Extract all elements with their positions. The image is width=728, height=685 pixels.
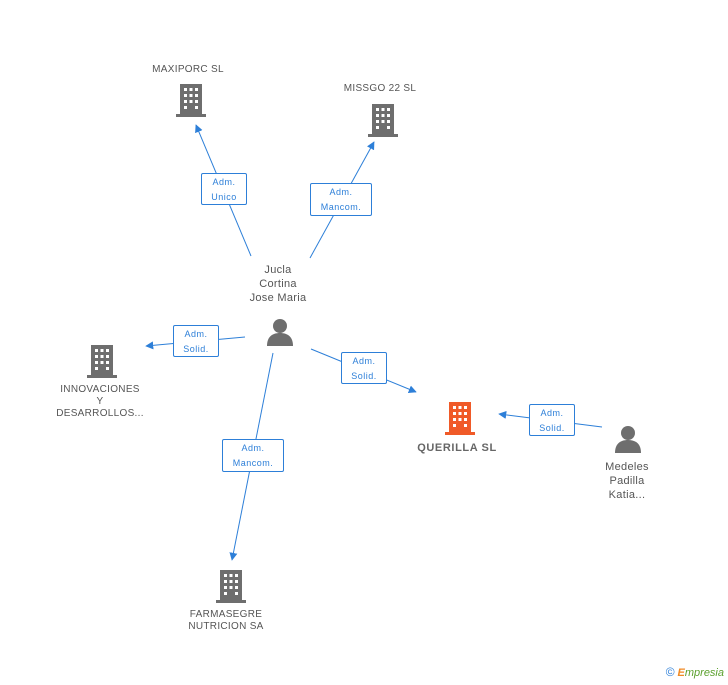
node-label-medeles[interactable]: Medeles Padilla Katia... [605,461,649,501]
person-icon[interactable] [267,319,293,346]
building-icon[interactable] [176,84,206,117]
edge-label-adm-solid-querilla-medeles: Adm. Solid. [529,404,575,436]
node-label-querilla[interactable]: QUERILLA SL [417,442,497,454]
building-icon[interactable] [216,570,246,603]
building-icon-focus[interactable] [445,402,475,435]
node-label-jucla[interactable]: Jucla Cortina Jose Maria [249,264,307,304]
edge-label-adm-unico: Adm. Unico [201,173,247,205]
node-label-missgo[interactable]: MISSGO 22 SL [343,83,417,94]
edge-label-adm-mancom-missgo: Adm. Mancom. [310,183,372,216]
edge-label-adm-solid-querilla-jucla: Adm. Solid. [341,352,387,384]
person-icon[interactable] [615,426,641,453]
node-label-farmasegre[interactable]: FARMASEGRE NUTRICION SA [188,609,264,632]
brand-name: mpresia [684,667,724,679]
brand-watermark: ©Empresia [666,665,724,679]
building-icon[interactable] [87,345,117,378]
edge-label-adm-solid-innovaciones: Adm. Solid. [173,325,219,357]
brand-initial: E [677,667,685,679]
edge-label-adm-mancom-farmasegre: Adm. Mancom. [222,439,284,472]
node-label-innovaciones[interactable]: INNOVACIONES Y DESARROLLOS... [56,384,144,419]
copyright-icon: © [665,665,675,679]
building-icon[interactable] [368,104,398,137]
node-label-maxiporc[interactable]: MAXIPORC SL [152,64,224,75]
